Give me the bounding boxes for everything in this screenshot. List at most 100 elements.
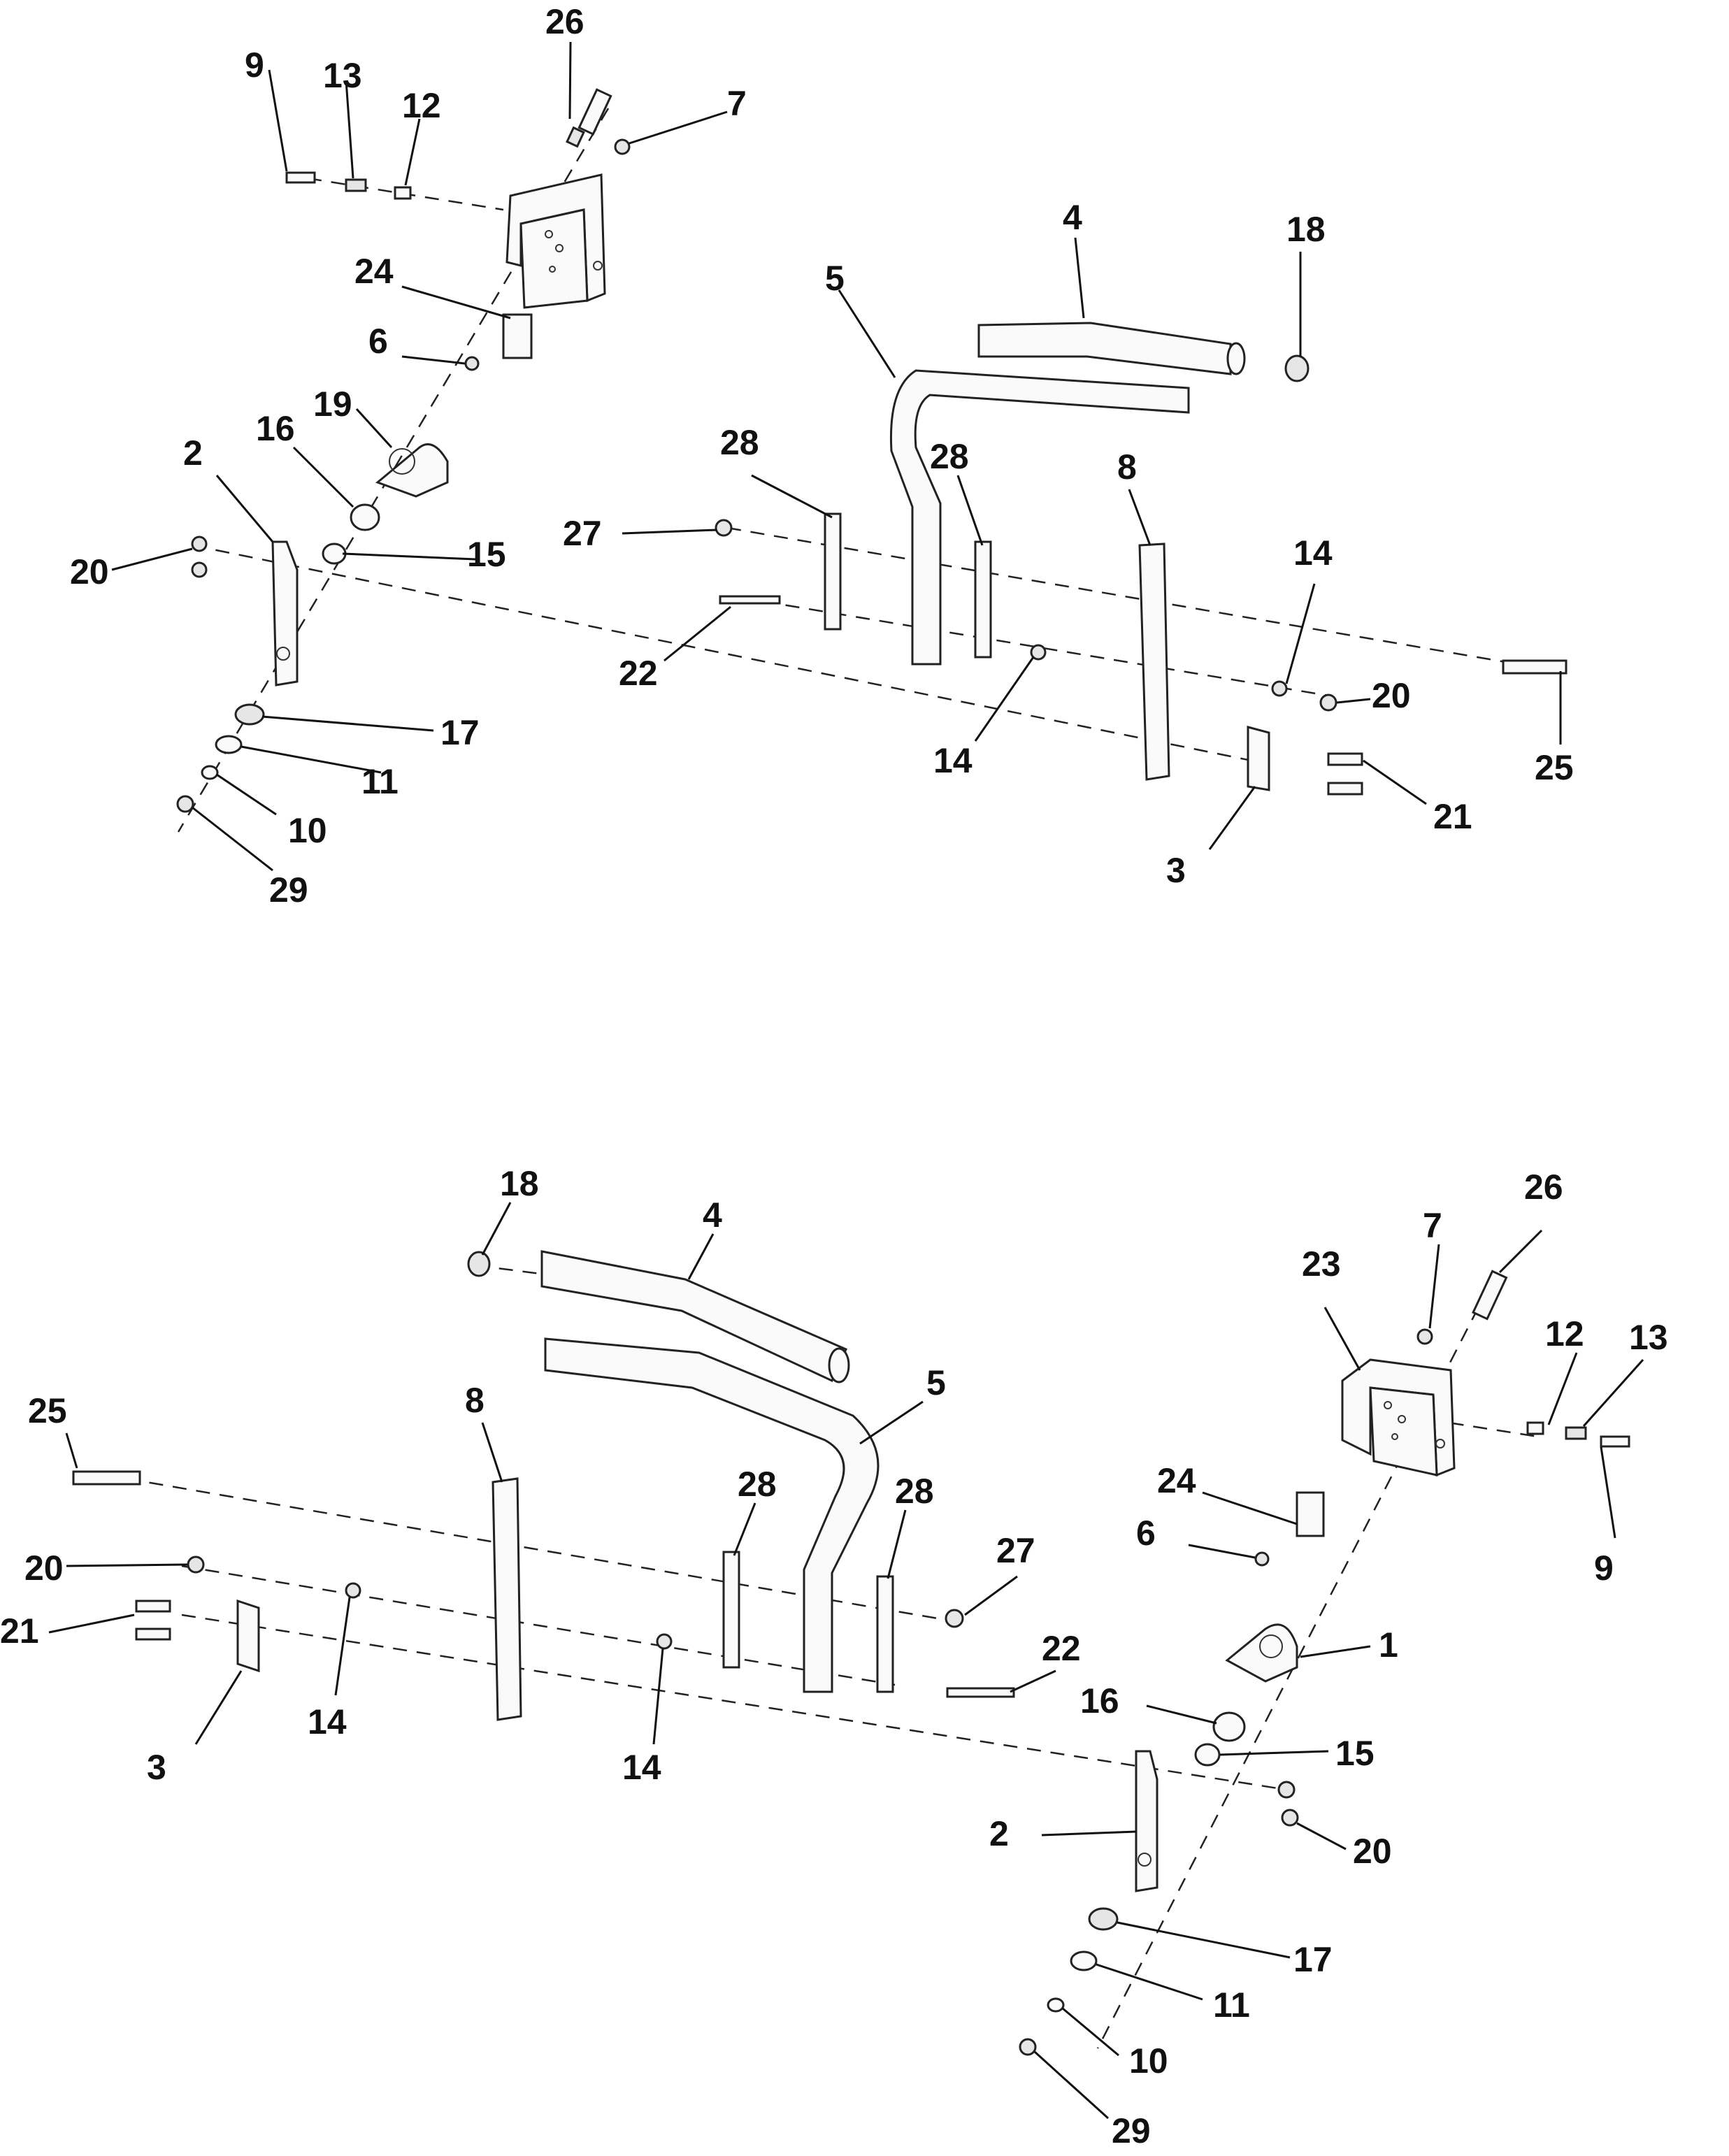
bottom-latch-24: [1296, 1491, 1325, 1537]
bottom-label-11: 11: [1213, 1985, 1250, 2025]
bottom-label-14a: 14: [308, 1702, 347, 1741]
bottom-bolt-26: [1472, 1270, 1508, 1321]
bottom-label-20b: 20: [1353, 1832, 1392, 1871]
top-bushing-15: [322, 542, 347, 565]
bottom-washer-11: [1070, 1950, 1098, 1971]
bottom-pin-9: [1600, 1435, 1630, 1448]
top-handle-5: [889, 369, 1190, 666]
top-label-28a: 28: [720, 423, 759, 462]
top-spring-13: [345, 178, 367, 192]
bottom-label-28b: 28: [895, 1472, 934, 1511]
bottom-spring-13: [1565, 1426, 1587, 1440]
top-plate-3: [1247, 726, 1270, 791]
top-label-13: 13: [323, 56, 362, 95]
top-pin-9: [285, 171, 316, 184]
top-label-8: 8: [1117, 447, 1137, 487]
bottom-plate-28b: [876, 1575, 894, 1693]
top-handle-4: [977, 322, 1246, 375]
bottom-label-18: 18: [500, 1164, 539, 1203]
bottom-label-2: 2: [989, 1814, 1009, 1853]
bottom-label-17: 17: [1293, 1940, 1333, 1979]
bottom-nut-14b: [656, 1633, 673, 1650]
top-label-18: 18: [1286, 210, 1326, 249]
top-label-7: 7: [727, 84, 747, 123]
top-label-14b: 14: [933, 741, 973, 780]
bottom-cap-18: [467, 1251, 491, 1277]
top-nut-14b: [1271, 680, 1288, 697]
top-nut-29: [176, 795, 194, 813]
bottom-label-12: 12: [1545, 1314, 1584, 1353]
top-plate-28b: [974, 540, 992, 659]
bottom-plate-28a: [722, 1551, 740, 1669]
top-label-14a: 14: [1293, 533, 1333, 573]
bottom-label-28a: 28: [738, 1465, 777, 1504]
bottom-label-16: 16: [1080, 1681, 1119, 1720]
bottom-label-8: 8: [465, 1381, 485, 1420]
top-label-12: 12: [402, 86, 441, 125]
bottom-bolt-21b: [135, 1627, 171, 1641]
top-label-27: 27: [563, 514, 602, 553]
top-nut-6: [464, 356, 480, 371]
top-label-2: 2: [183, 433, 203, 473]
top-label-3: 3: [1166, 851, 1186, 890]
top-label-25: 25: [1535, 748, 1574, 787]
top-label-4: 4: [1063, 198, 1082, 237]
bottom-washer-17: [1088, 1907, 1119, 1931]
top-label-19: 19: [313, 385, 352, 424]
bottom-label-29: 29: [1112, 2111, 1151, 2150]
top-nut-20a: [191, 536, 208, 552]
top-label-15: 15: [467, 535, 506, 574]
bottom-mount-bracket-23: [1341, 1358, 1456, 1477]
top-label-28b: 28: [930, 437, 969, 476]
top-plate-28a: [824, 512, 842, 631]
bottom-label-20a: 20: [24, 1548, 64, 1588]
top-bolt-26: [566, 88, 612, 148]
top-bolt-25: [1502, 659, 1567, 675]
top-nut-7: [614, 138, 631, 155]
bottom-nut-20b: [1277, 1781, 1296, 1799]
top-washer-11: [215, 735, 243, 754]
bottom-washer-10: [1047, 1997, 1065, 2013]
top-mount-bracket: [505, 173, 606, 309]
bottom-label-4: 4: [703, 1195, 722, 1235]
bottom-nut-29: [1019, 2038, 1037, 2056]
bottom-label-1: 1: [1379, 1625, 1398, 1665]
bottom-label-21: 21: [0, 1611, 39, 1651]
bottom-label-7: 7: [1423, 1206, 1442, 1245]
top-bushing-12: [394, 186, 412, 200]
bottom-nut-20a: [187, 1555, 205, 1574]
top-label-5: 5: [825, 259, 845, 298]
top-label-17: 17: [440, 713, 480, 752]
bottom-label-23: 23: [1302, 1244, 1341, 1284]
top-label-16: 16: [256, 409, 295, 448]
top-latch-24: [502, 313, 533, 359]
top-label-10: 10: [288, 811, 327, 850]
bottom-handle-5: [544, 1337, 880, 1693]
top-label-20b: 20: [1372, 676, 1411, 715]
top-bolt-21a: [1327, 752, 1363, 766]
bottom-nut-7: [1416, 1328, 1433, 1345]
bottom-label-6: 6: [1136, 1514, 1156, 1553]
bottom-assembly: 18 4 7 26 23 12 13 25 8 5 28 28 24 6 27 …: [0, 1164, 1668, 2150]
bottom-nut-20c: [1281, 1809, 1299, 1827]
bottom-bolt-25: [72, 1470, 141, 1486]
bottom-label-14b: 14: [622, 1748, 661, 1787]
bottom-label-3: 3: [147, 1748, 166, 1787]
top-label-29: 29: [269, 870, 308, 910]
bottom-arm-2: [1135, 1750, 1158, 1892]
bottom-bushing-16: [1212, 1711, 1246, 1742]
top-nut-20b: [191, 561, 208, 578]
bottom-label-5: 5: [926, 1363, 946, 1402]
top-washer-10: [201, 765, 219, 780]
top-clamp-19: [375, 443, 449, 498]
top-label-24: 24: [354, 252, 394, 291]
bottom-bar-8: [492, 1477, 522, 1721]
top-cap-18: [1284, 354, 1310, 382]
top-bolt-21b: [1327, 782, 1363, 796]
top-bar-8: [1138, 542, 1170, 781]
top-label-11: 11: [361, 762, 399, 801]
top-bushing-16: [350, 503, 380, 531]
top-label-22: 22: [619, 654, 658, 693]
bottom-bolt-21a: [135, 1600, 171, 1613]
